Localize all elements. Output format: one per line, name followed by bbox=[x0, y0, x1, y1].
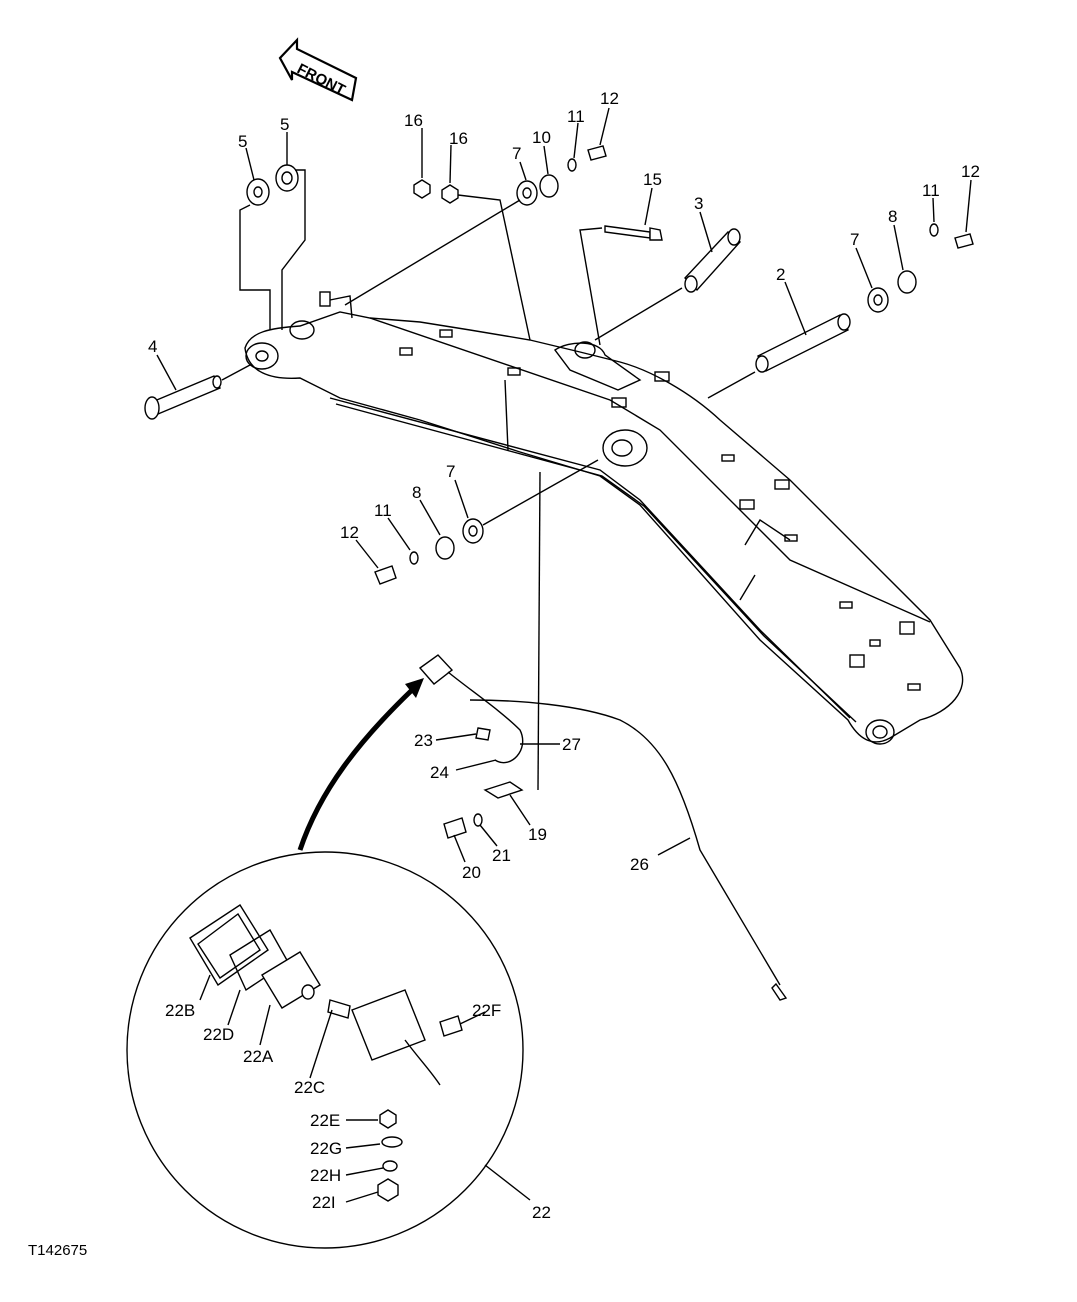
hardware-lower bbox=[374, 459, 599, 585]
callout-2: 2 bbox=[776, 265, 785, 284]
callout-5a: 5 bbox=[238, 132, 247, 151]
pin-3 bbox=[594, 228, 742, 341]
callout-12b: 12 bbox=[961, 162, 980, 181]
callout-24: 24 bbox=[430, 763, 449, 782]
callout-7a: 7 bbox=[512, 144, 521, 163]
callout-7c: 7 bbox=[446, 462, 455, 481]
pin-4 bbox=[144, 364, 251, 420]
callout-11a: 11 bbox=[567, 107, 585, 126]
callout-12a: 12 bbox=[600, 89, 619, 108]
callout-22B: 22B bbox=[165, 1001, 195, 1020]
callout-11c: 11 bbox=[374, 501, 392, 520]
callout-22A: 22A bbox=[243, 1047, 274, 1066]
lamp-detail bbox=[126, 851, 524, 1249]
bolt-15 bbox=[579, 225, 663, 346]
callout-10: 10 bbox=[532, 128, 551, 147]
callout-15: 15 bbox=[643, 170, 662, 189]
callout-26: 26 bbox=[630, 855, 649, 874]
callout-22E: 22E bbox=[310, 1111, 340, 1130]
callout-22I: 22I bbox=[312, 1193, 336, 1212]
callout-16b: 16 bbox=[449, 129, 468, 148]
callout-12c: 12 bbox=[340, 523, 359, 542]
leader-lines bbox=[156, 107, 972, 1203]
callout-23: 23 bbox=[414, 731, 433, 750]
callout-8a: 8 bbox=[888, 207, 897, 226]
callout-22G: 22G bbox=[310, 1139, 342, 1158]
callout-5b: 5 bbox=[280, 115, 289, 134]
callout-22: 22 bbox=[532, 1203, 551, 1222]
callout-22D: 22D bbox=[203, 1025, 234, 1044]
boom bbox=[244, 291, 964, 745]
figure-id: T142675 bbox=[28, 1242, 87, 1259]
callout-3: 3 bbox=[694, 194, 703, 213]
callout-19: 19 bbox=[528, 825, 547, 844]
callout-labels: 5 5 16 16 7 10 11 12 15 3 2 7 8 11 12 4 … bbox=[148, 89, 980, 1222]
hardware-upper bbox=[239, 145, 974, 341]
front-arrow: FRONT bbox=[278, 37, 358, 102]
front-label: FRONT bbox=[294, 60, 348, 99]
pin-2 bbox=[707, 313, 851, 399]
callout-11b: 11 bbox=[922, 181, 940, 200]
callout-20: 20 bbox=[462, 863, 481, 882]
wiring bbox=[297, 471, 788, 1001]
callout-7b: 7 bbox=[850, 230, 859, 249]
callout-27: 27 bbox=[562, 735, 581, 754]
callout-22C: 22C bbox=[294, 1078, 325, 1097]
callout-22F: 22F bbox=[472, 1001, 501, 1020]
callout-22H: 22H bbox=[310, 1166, 341, 1185]
callout-4: 4 bbox=[148, 337, 157, 356]
callout-8b: 8 bbox=[412, 483, 421, 502]
callout-21: 21 bbox=[492, 846, 511, 865]
callout-16a: 16 bbox=[404, 111, 423, 130]
